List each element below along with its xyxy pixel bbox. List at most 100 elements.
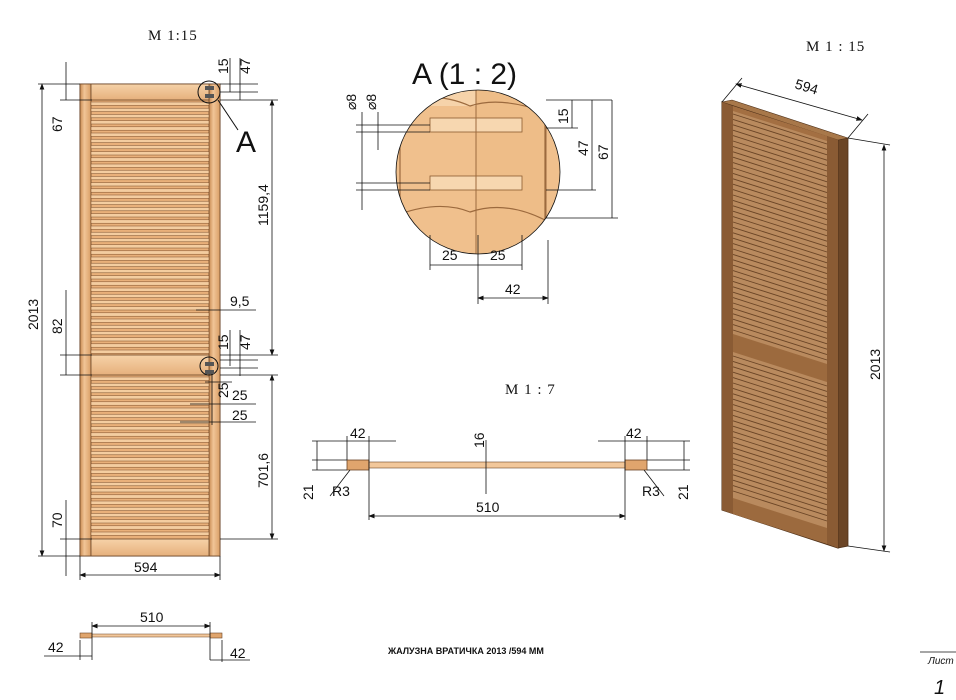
dim-iso-height: 2013 (867, 349, 883, 380)
iso-slat (732, 221, 828, 253)
dim-width: 594 (134, 559, 158, 575)
dim-bottom-rail: 70 (49, 512, 65, 528)
slat (90, 132, 210, 137)
slat (90, 401, 210, 406)
dim-slat-gap: 9,5 (230, 293, 250, 309)
slat (90, 157, 210, 162)
iso-slat (732, 162, 828, 194)
detail-scale-label: A (1 : 2) (412, 58, 517, 91)
slat (90, 126, 210, 131)
iso-slat (732, 313, 828, 345)
iso-scale-label: M 1 : 15 (806, 39, 865, 55)
slat (90, 138, 210, 143)
slat (90, 182, 210, 187)
slat (90, 413, 210, 418)
iso-door-edge (837, 137, 849, 549)
slat (90, 525, 210, 530)
dim-top-rail: 67 (49, 116, 65, 132)
slat (90, 457, 210, 462)
slat (90, 151, 210, 156)
iso-slat (732, 264, 828, 296)
slat (90, 331, 210, 336)
slat (90, 200, 210, 205)
iso-slat (732, 485, 828, 517)
slat (90, 395, 210, 400)
iso-slat (732, 151, 828, 183)
iso-slat (732, 183, 828, 215)
slat (90, 213, 210, 218)
slat (90, 231, 210, 236)
iso-slat (732, 199, 828, 231)
iso-slat (732, 436, 828, 468)
middle-rail (90, 354, 210, 376)
detail-view: A (1 : 2) (343, 58, 618, 304)
slat (90, 188, 210, 193)
slat (90, 207, 210, 212)
slat (90, 312, 210, 317)
iso-slat (732, 216, 828, 248)
top-rail (90, 83, 210, 101)
iso-slat (732, 140, 828, 172)
iso-mid-rail (733, 334, 827, 382)
iso-slat (732, 232, 828, 264)
dim-mid-15: 15 (215, 334, 231, 350)
slat (90, 349, 210, 354)
bottom-section-view: 510 42 42 (44, 609, 250, 662)
dim-iso-width: 594 (793, 76, 820, 98)
iso-slat (732, 156, 828, 188)
slat (90, 120, 210, 125)
iso-slat (732, 414, 828, 446)
iso-slat (732, 291, 828, 323)
iso-right-stile (827, 136, 838, 548)
slat (90, 469, 210, 474)
iso-lower-slats (732, 355, 828, 522)
dim-bottom-right-42: 42 (230, 645, 246, 661)
iso-slat (732, 118, 828, 150)
dim-top-47: 47 (237, 58, 253, 74)
slat (90, 432, 210, 437)
iso-slat (732, 248, 828, 280)
iso-slat (732, 393, 828, 425)
dowel-top (205, 86, 214, 90)
iso-slat (732, 468, 828, 500)
slat (90, 145, 210, 150)
lower-slats (90, 376, 210, 536)
iso-slat (732, 452, 828, 484)
slat (90, 407, 210, 412)
dim-mid-47: 47 (237, 334, 253, 350)
dim-section-right-21: 21 (675, 484, 691, 500)
iso-slat (732, 124, 828, 156)
slat (90, 293, 210, 298)
front-scale-label: M 1:15 (148, 28, 198, 44)
iso-slat (732, 398, 828, 430)
dim-section-span: 510 (476, 499, 500, 515)
dowel-top-2 (205, 94, 214, 98)
dim-detail-47: 47 (575, 140, 591, 156)
slat (90, 107, 210, 112)
iso-slat (732, 270, 828, 302)
iso-slat (732, 178, 828, 210)
slat (90, 269, 210, 274)
mid-marker-circle (199, 356, 219, 376)
iso-slat (732, 490, 828, 522)
iso-slat (732, 404, 828, 436)
slat (90, 494, 210, 499)
iso-view: M 1 : 15 594 2013 (720, 39, 891, 553)
dim-section-left-21: 21 (300, 484, 316, 500)
iso-slat (732, 275, 828, 307)
dim-bottom-span: 510 (140, 609, 164, 625)
slat (90, 324, 210, 329)
slat (90, 531, 210, 536)
dim-dia-2: ⌀8 (363, 94, 379, 110)
dim-dia-1: ⌀8 (343, 94, 359, 110)
iso-slat (732, 387, 828, 419)
iso-upper-slats (732, 113, 828, 361)
iso-slat (732, 226, 828, 258)
iso-slat (732, 425, 828, 457)
slat (90, 244, 210, 249)
dim-detail-15: 15 (555, 108, 571, 124)
section-panel (368, 461, 626, 469)
iso-slat (732, 205, 828, 237)
dowel-mid (205, 362, 214, 366)
iso-slat (732, 479, 828, 511)
